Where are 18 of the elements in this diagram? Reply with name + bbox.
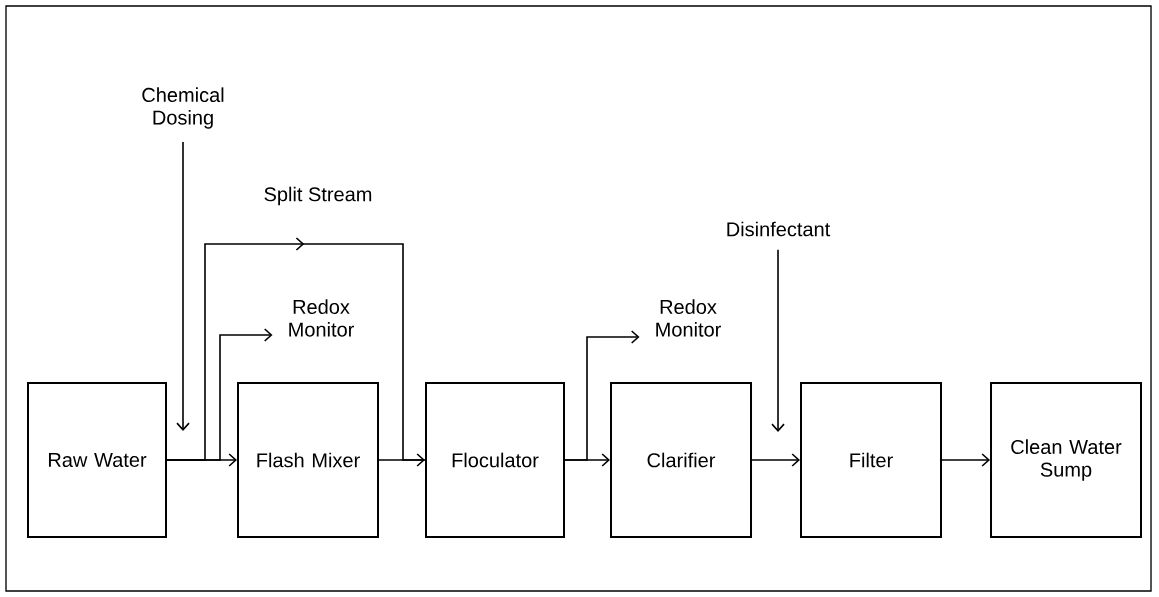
flow-arrow [378, 453, 425, 467]
flow-arrow [751, 453, 800, 467]
stream-label: Redox Monitor [656, 299, 721, 337]
process-box: Raw Water [27, 382, 167, 538]
process-box: Clarifier [610, 382, 752, 538]
stream-label: Redox Monitor [289, 299, 354, 337]
flow-arrow [941, 453, 990, 467]
stream-label: Chemical Dosing [142, 87, 224, 129]
stream-label: Disinfectant [727, 221, 831, 237]
edge-label: Split Stream [262, 185, 374, 207]
process-box: Flash Mixer [237, 382, 379, 538]
flow-arrow [564, 330, 640, 461]
flow-arrow [176, 141, 190, 431]
process-box: Filter [800, 382, 942, 538]
flow-arrow [771, 249, 785, 432]
process-box: Clean Water Sump [990, 382, 1142, 538]
flow-arrow [166, 328, 273, 461]
process-box: Floculator [425, 382, 565, 538]
